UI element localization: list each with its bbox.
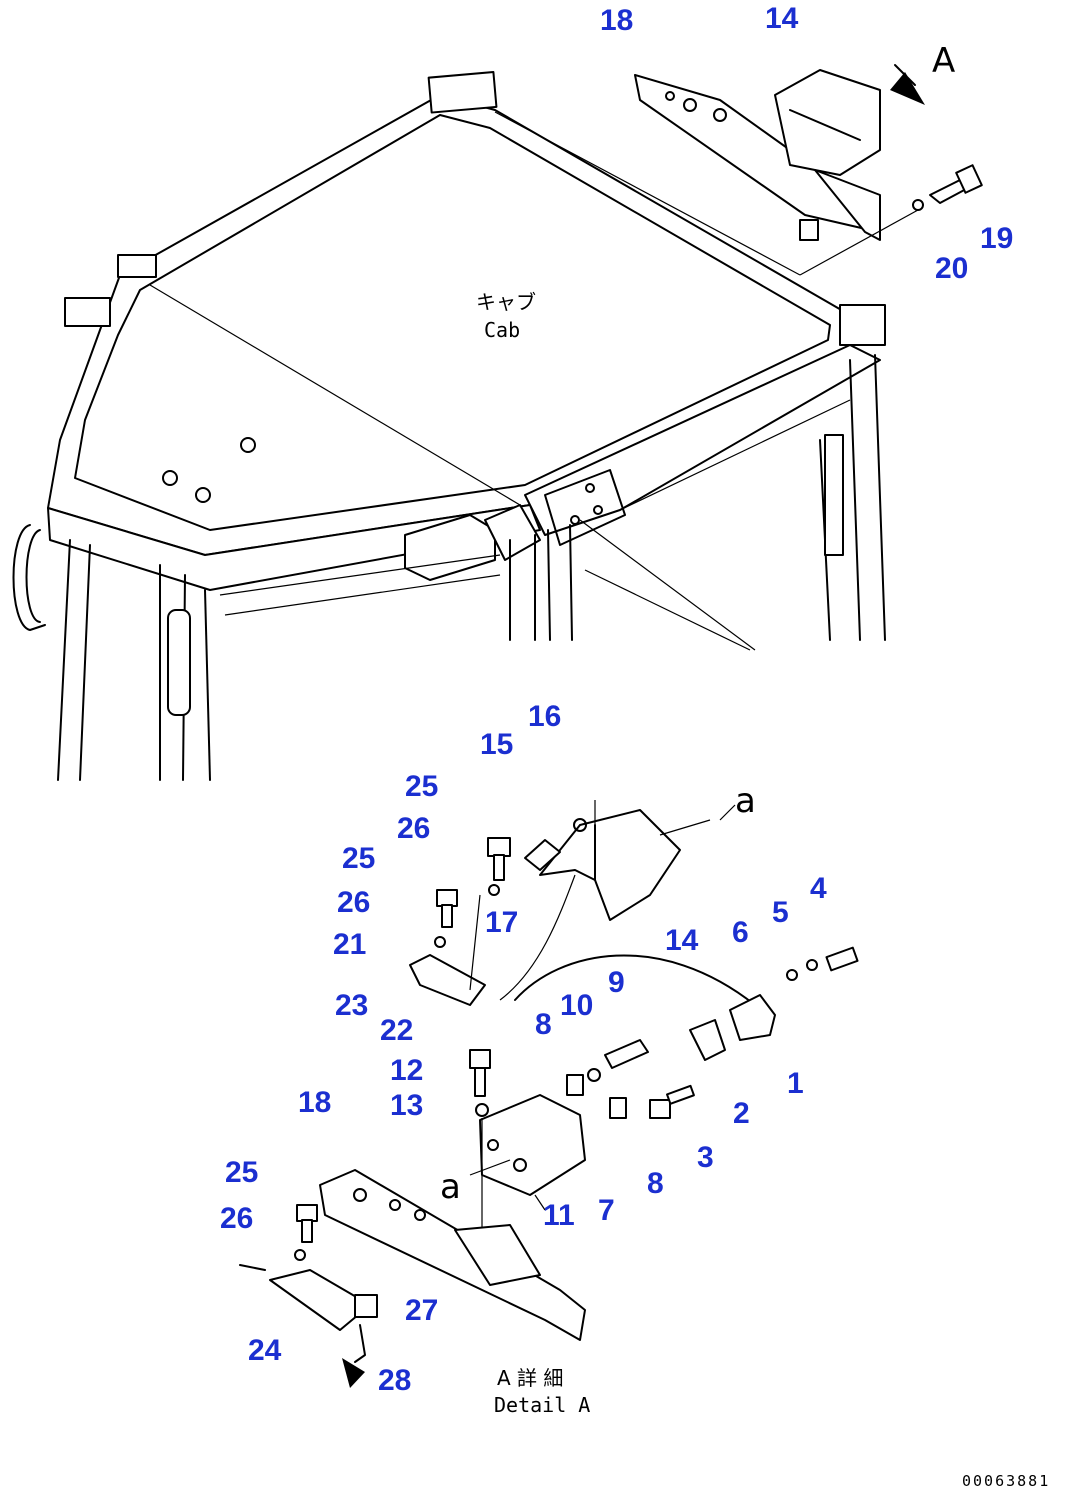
callout-22: 22 [380,1014,413,1047]
top-mechanism-drawing [634,64,983,276]
callout-15: 15 [480,728,513,761]
callout-26-a: 26 [397,812,430,845]
callout-25-b: 25 [342,842,375,875]
callout-14-mid: 14 [665,924,699,957]
callout-2: 2 [733,1097,750,1130]
view-marker-A: A [932,41,955,81]
callout-21: 21 [333,928,366,961]
callout-11: 11 [543,1199,575,1232]
callout-6: 6 [732,916,749,949]
bolt-19-shape [929,164,983,204]
drawing-code: 00063881 [962,1472,1050,1490]
callout-26-c: 26 [220,1202,253,1235]
callout-18-top: 18 [600,4,633,37]
callout-1: 1 [787,1067,804,1100]
detail-label-jp: A 詳 細 [497,1366,563,1390]
cab-label: キャブ Cab [476,290,536,342]
clip-28-shape [342,1358,365,1388]
view-marker-a-2: a [440,1167,461,1207]
cab-label-en: Cab [484,318,520,342]
callout-4: 4 [810,872,827,905]
callout-27: 27 [405,1294,438,1327]
callout-25-c: 25 [225,1156,258,1189]
callout-18-bot: 18 [298,1086,331,1119]
callout-24: 24 [248,1334,282,1367]
callout-23: 23 [335,989,368,1022]
callout-20: 20 [935,252,968,285]
cab-label-jp: キャブ [476,290,536,314]
callout-14-top: 14 [765,2,799,35]
callout-28: 28 [378,1364,411,1397]
view-arrow-icon [890,72,925,105]
callout-3: 3 [697,1141,714,1174]
callout-10: 10 [560,989,593,1022]
view-marker-a-1: a [735,781,756,821]
callout-12: 12 [390,1054,423,1087]
callout-9: 9 [608,966,625,999]
callout-16: 16 [528,700,561,733]
cab-drawing [12,71,886,781]
bracket-7-shape [479,1094,586,1196]
detail-label-en: Detail A [494,1393,590,1417]
cover-14-shape [539,809,681,921]
callouts: 18 14 19 20 16 15 25 26 25 26 17 21 14 6… [220,2,1013,1397]
callout-25-a: 25 [405,770,438,803]
assembly-18-shape [319,1169,586,1341]
callout-8-b: 8 [647,1167,664,1200]
callout-7: 7 [598,1194,615,1227]
washer-20-shape [912,199,924,211]
callout-13: 13 [390,1089,423,1122]
callout-8-a: 8 [535,1008,552,1041]
callout-19: 19 [980,222,1013,255]
callout-26-b: 26 [337,886,370,919]
detail-a-drawing [239,800,859,1388]
callout-5: 5 [772,896,789,929]
detail-a-label: A 詳 細 Detail A [494,1366,590,1417]
callout-17: 17 [485,906,518,939]
